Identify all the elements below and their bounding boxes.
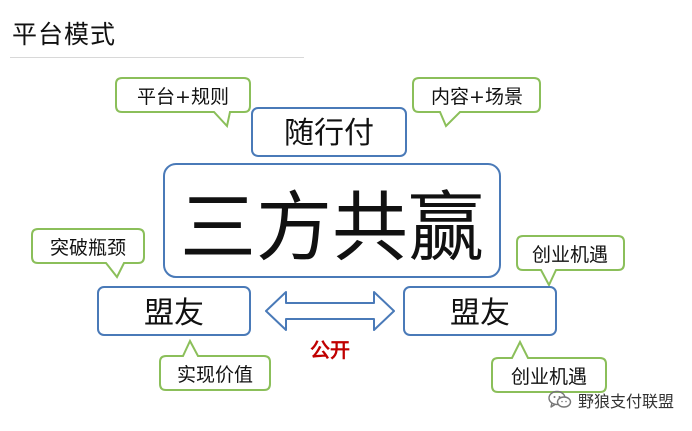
wechat-icon [548,390,572,408]
watermark: 野狼支付联盟 [548,388,674,412]
callout-top-left-label: 平台+规则 [137,86,229,108]
callout-left-upper-label: 突破瓶颈 [50,237,126,259]
center-box: 三方共赢 [163,163,501,278]
callout-right-lower: 创业机遇 [491,339,607,393]
right-ally-label: 盟友 [450,296,510,331]
top-party-box: 随行付 [251,107,407,157]
callout-left-upper: 突破瓶颈 [31,228,145,279]
left-ally-label: 盟友 [144,296,204,331]
callout-top-right: 内容+场景 [412,77,541,128]
left-ally-box: 盟友 [97,286,251,336]
callout-left-lower-label: 实现价值 [177,364,253,386]
callout-right-upper-label: 创业机遇 [532,244,608,266]
callout-left-lower: 实现价值 [159,338,271,391]
callout-right-upper: 创业机遇 [516,235,625,288]
page-title: 平台模式 [12,20,117,49]
callout-top-left: 平台+规则 [115,77,251,129]
callout-right-lower-label: 创业机遇 [511,366,587,388]
title-divider [10,57,304,58]
center-label: 三方共赢 [180,183,484,272]
right-ally-box: 盟友 [403,286,557,336]
watermark-text: 野狼支付联盟 [577,392,674,411]
double-arrow-icon [265,291,395,331]
callout-top-right-label: 内容+场景 [431,86,523,108]
arrow-label: 公开 [310,338,350,362]
top-party-label: 随行付 [284,116,374,151]
